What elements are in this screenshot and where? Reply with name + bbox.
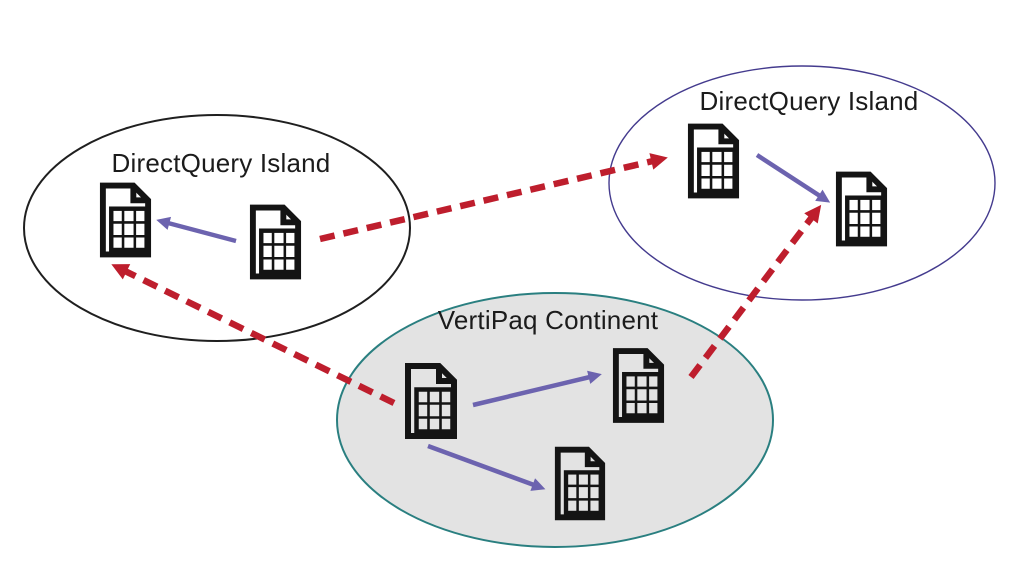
relationship-arrow-vertipaq1-to-vertipaq2 <box>472 370 602 408</box>
group-label-directquery-island-left: DirectQuery Island <box>111 148 331 178</box>
directquery-island-left-ellipse <box>23 114 411 342</box>
group-label-vertipaq-continent: VertiPaq Continent <box>437 305 659 335</box>
limited-relationship-arrow-vertipaq1-to-left1 <box>111 264 396 406</box>
relationship-arrow-right1-to-right2 <box>755 153 831 203</box>
relationship-arrow-left2-to-left1 <box>156 216 237 244</box>
vertipaq-continent-ellipse <box>336 292 774 548</box>
relationship-arrow-vertipaq1-to-vertipaq3 <box>427 443 546 491</box>
limited-relationship-arrow-left2-to-right1 <box>319 153 668 243</box>
limited-relationship-arrow-vertipaq2-to-right2 <box>688 204 822 379</box>
group-label-directquery-island-right: DirectQuery Island <box>699 86 919 116</box>
